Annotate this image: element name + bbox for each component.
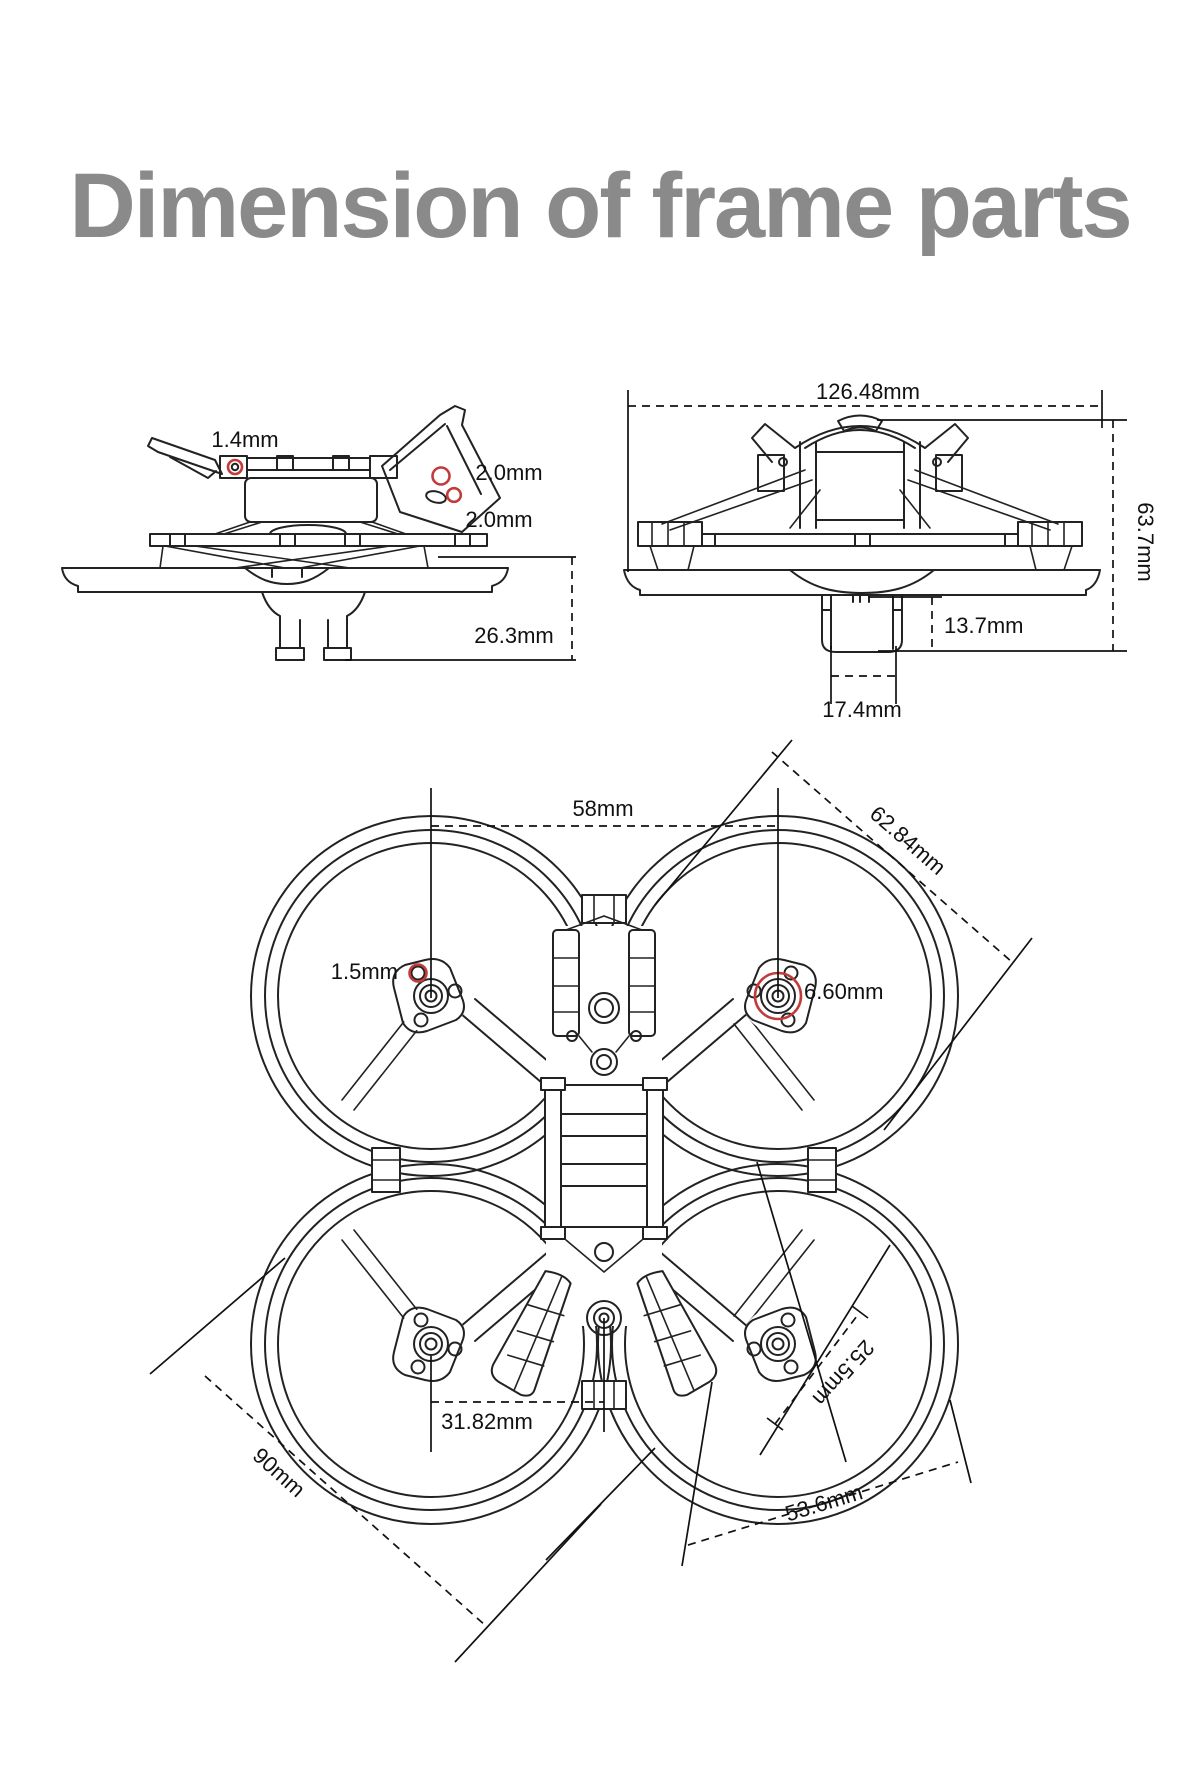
front-view-drawing [623, 414, 1101, 653]
dimension-lines [149, 390, 1127, 1663]
dim-label-bracket-hole-upper: 2.0mm [475, 460, 542, 485]
dim-label-overall-height-side: 26.3mm [474, 623, 553, 648]
dim-label-mount-screw-hole: 1.5mm [331, 959, 398, 984]
dim-label-top-plate-hole: 1.4mm [211, 427, 278, 452]
dim-label-bracket-hole-lower: 2.0mm [465, 507, 532, 532]
dim-label-shaft-hole: 6.60mm [804, 979, 883, 1004]
highlight-ring-2-0mm-upper [431, 466, 451, 486]
motor-mount-rear-right [740, 1306, 817, 1382]
top-view-drawing [250, 815, 959, 1525]
dim-label-overall-width: 126.48mm [816, 379, 920, 404]
dim-label-center-diagonal: 25.5mm [808, 1335, 880, 1411]
page-title: Dimension of frame parts [69, 155, 1132, 257]
dim-label-post-height: 13.7mm [944, 613, 1023, 638]
dim-label-overall-height-front: 63.7mm [1133, 502, 1158, 581]
highlight-ring-2-0mm-lower [445, 486, 463, 504]
dim-label-wheelbase: 90mm [248, 1443, 310, 1502]
dim-label-post-width: 17.4mm [822, 697, 901, 722]
side-view-drawing [61, 405, 509, 661]
highlight-ring-1-5mm [408, 963, 428, 983]
dim-label-motor-spacing: 58mm [572, 796, 633, 821]
dim-label-duct-diagonal: 62.84mm [865, 801, 951, 880]
dim-label-duct-span: 53.6mm [782, 1479, 865, 1526]
highlight-ring-1-4mm [226, 458, 244, 476]
dim-label-center-to-motor: 31.82mm [441, 1409, 533, 1434]
